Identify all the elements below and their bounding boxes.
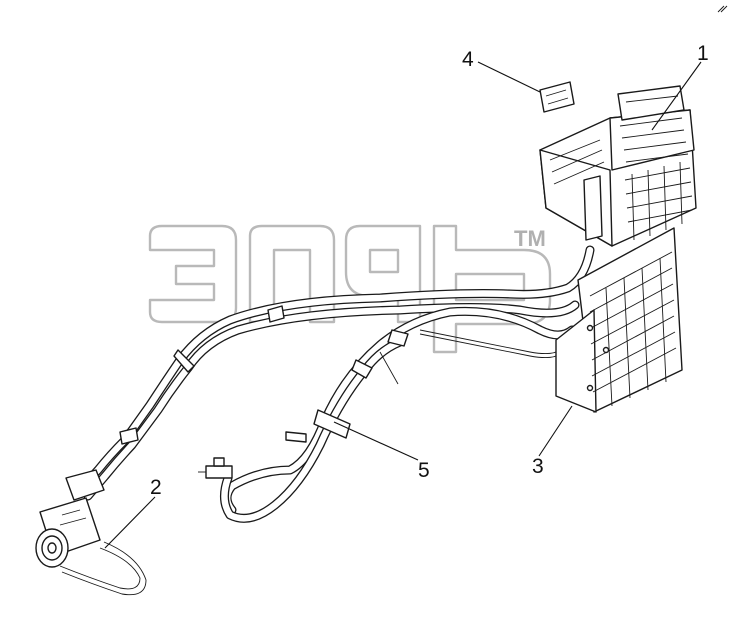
corner-mark: [717, 5, 728, 13]
leader-lines: [104, 61, 702, 549]
condenser: [555, 227, 683, 413]
evaporator-unit: [539, 85, 697, 247]
drive-belt: [59, 541, 147, 596]
expansion-valve-fitting: [539, 81, 575, 113]
callouts: 1 2 3 4 5: [150, 42, 709, 499]
callout-3: 3: [532, 455, 544, 478]
callout-5: 5: [418, 459, 430, 482]
callout-2: 2: [150, 476, 162, 499]
callout-1: 1: [697, 42, 709, 65]
hose-clamps: [119, 305, 409, 445]
valve-fitting: [198, 457, 233, 479]
callout-4: 4: [462, 48, 474, 71]
trademark-symbol: TM: [514, 226, 546, 251]
compressor: [35, 469, 105, 568]
